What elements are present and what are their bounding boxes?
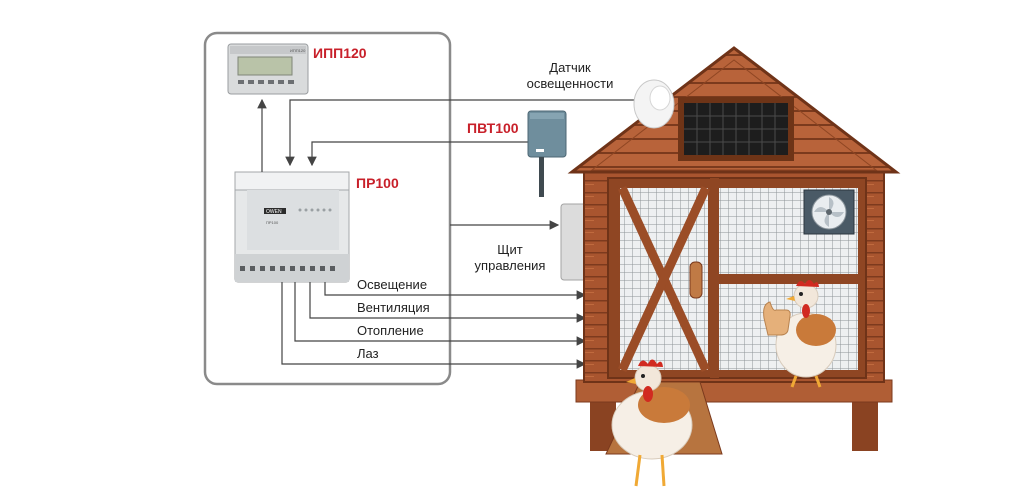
light-sensor-label: Датчик освещенности: [510, 60, 630, 92]
output-label-heating: Отопление: [357, 323, 424, 338]
ipp120-label: ИПП120: [313, 45, 367, 61]
light-sensor-icon: [633, 79, 675, 129]
control-panel-label-line2: управления: [474, 258, 546, 273]
coop-floor: [575, 379, 893, 403]
door-cross-brace: [618, 186, 710, 372]
light-sensor-label-line2: освещенности: [526, 76, 614, 91]
control-panel-label: Щит управления: [464, 242, 556, 274]
out-line-2: [309, 282, 587, 323]
pr100-device: [234, 171, 350, 283]
ventilation-fan-icon: [803, 189, 855, 235]
pvt-link: [307, 141, 528, 167]
pr100-label: ПР100: [356, 175, 399, 191]
pr-model-print: ПР100: [266, 220, 279, 225]
out-line-4: [281, 282, 587, 369]
chicken-thumbs-up-icon: [763, 280, 837, 388]
pvt100-label: ПВТ100: [467, 120, 519, 136]
ipp-model-print: ИПП120: [290, 48, 306, 53]
controller-frame: [203, 31, 452, 386]
sensor-link: [285, 99, 640, 167]
light-sensor-label-line1: Датчик: [549, 60, 591, 75]
chicken-front-icon: [611, 359, 693, 487]
door-latch-icon: [689, 261, 703, 299]
control-panel-label-line1: Щит: [497, 242, 523, 257]
output-label-hatch: Лаз: [357, 346, 379, 361]
connection-lines: [257, 98, 640, 369]
ipp120-device: ИПП120: [227, 43, 309, 95]
output-label-lighting: Освещение: [357, 277, 428, 292]
output-label-ventilation: Вентиляция: [357, 300, 430, 315]
pvt100-sensor: [527, 110, 567, 197]
pr-brand-print: OWEN: [266, 209, 282, 215]
out-line-3: [294, 282, 587, 346]
out-line-1: [324, 282, 587, 300]
